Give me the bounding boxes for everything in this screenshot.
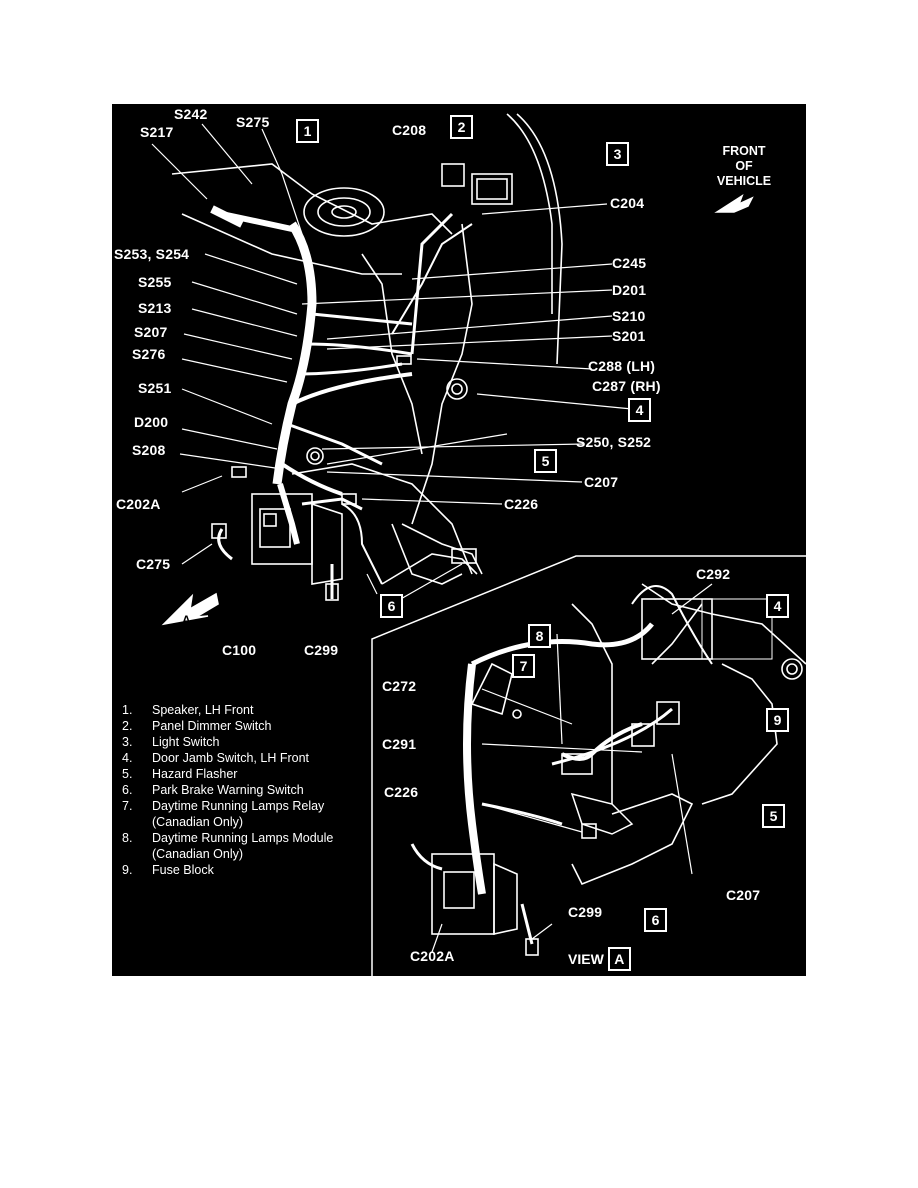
- view-label: VIEW: [568, 951, 604, 967]
- label-d200: D200: [134, 414, 169, 430]
- callout-2: 2: [450, 115, 473, 139]
- label-s276: S276: [132, 346, 166, 362]
- label-s253-s254: S253, S254: [114, 246, 190, 262]
- view-callout-6: 6: [644, 908, 667, 932]
- legend-item: (Canadian Only): [152, 815, 244, 829]
- wiring-diagram: S242 S217 S275 C208 C204 S253, S254 C245…: [112, 104, 806, 976]
- label-c207: C207: [584, 474, 619, 490]
- label-c208: C208: [392, 122, 427, 138]
- label-s207: S207: [134, 324, 168, 340]
- front-line-2: OF: [735, 159, 753, 173]
- legend-item: 5.Hazard Flasher: [122, 767, 238, 781]
- callout-6: 6: [380, 594, 403, 618]
- legend-item: 6.Park Brake Warning Switch: [122, 783, 304, 797]
- label-s255: S255: [138, 274, 172, 290]
- view-label-c226: C226: [384, 784, 419, 800]
- label-c202a: C202A: [116, 496, 161, 512]
- label-s217: S217: [140, 124, 174, 140]
- view-label-c299: C299: [568, 904, 603, 920]
- legend-item: 3.Light Switch: [122, 735, 220, 749]
- legend-item: 2.Panel Dimmer Switch: [122, 719, 272, 733]
- view-callout-9: 9: [766, 708, 789, 732]
- diagram-artwork: [151, 113, 806, 976]
- view-callout-5: 5: [762, 804, 785, 828]
- legend-item: 8.Daytime Running Lamps Module: [122, 831, 334, 845]
- label-c275: C275: [136, 556, 171, 572]
- view-callout-7: 7: [512, 654, 535, 678]
- legend-item: 9.Fuse Block: [122, 863, 214, 877]
- legend-item: 1.Speaker, LH Front: [122, 703, 254, 717]
- legend-item: 7.Daytime Running Lamps Relay: [122, 799, 325, 813]
- label-c204: C204: [610, 195, 645, 211]
- label-s208: S208: [132, 442, 166, 458]
- front-line-1: FRONT: [722, 144, 766, 158]
- view-label-c272: C272: [382, 678, 417, 694]
- label-s201: S201: [612, 328, 646, 344]
- view-label-c292: C292: [696, 566, 731, 582]
- view-arrow-letter: A: [182, 613, 191, 627]
- callout-1: 1: [296, 119, 319, 143]
- dash-outline: [506, 113, 553, 314]
- label-c100: C100: [222, 642, 257, 658]
- label-s242: S242: [174, 106, 208, 122]
- label-c287: C287 (RH): [592, 378, 661, 394]
- callout-3: 3: [606, 142, 629, 166]
- label-d201: D201: [612, 282, 647, 298]
- legend-item: (Canadian Only): [152, 847, 244, 861]
- view-a-caption: VIEW A: [568, 947, 631, 971]
- callout-4: 4: [628, 398, 651, 422]
- view-callout-4: 4: [766, 594, 789, 618]
- label-s250-s252: S250, S252: [576, 434, 652, 450]
- legend-item: 4.Door Jamb Switch, LH Front: [122, 751, 309, 765]
- view-label-c207: C207: [726, 887, 761, 903]
- label-c226: C226: [504, 496, 539, 512]
- view-box: A: [607, 947, 631, 971]
- front-line-3: VEHICLE: [716, 174, 772, 188]
- label-c288: C288 (LH): [588, 358, 656, 374]
- label-c299: C299: [304, 642, 339, 658]
- label-s210: S210: [612, 308, 646, 324]
- callout-5: 5: [534, 449, 557, 473]
- label-s251: S251: [138, 380, 172, 396]
- label-c245: C245: [612, 255, 647, 271]
- view-callout-8: 8: [528, 624, 551, 648]
- label-s213: S213: [138, 300, 172, 316]
- front-of-vehicle-label: FRONT OF VEHICLE: [704, 144, 784, 189]
- label-s275: S275: [236, 114, 270, 130]
- view-label-c291: C291: [382, 736, 417, 752]
- legend: 1.Speaker, LH Front 2.Panel Dimmer Switc…: [122, 702, 392, 878]
- view-label-c202a: C202A: [410, 948, 455, 964]
